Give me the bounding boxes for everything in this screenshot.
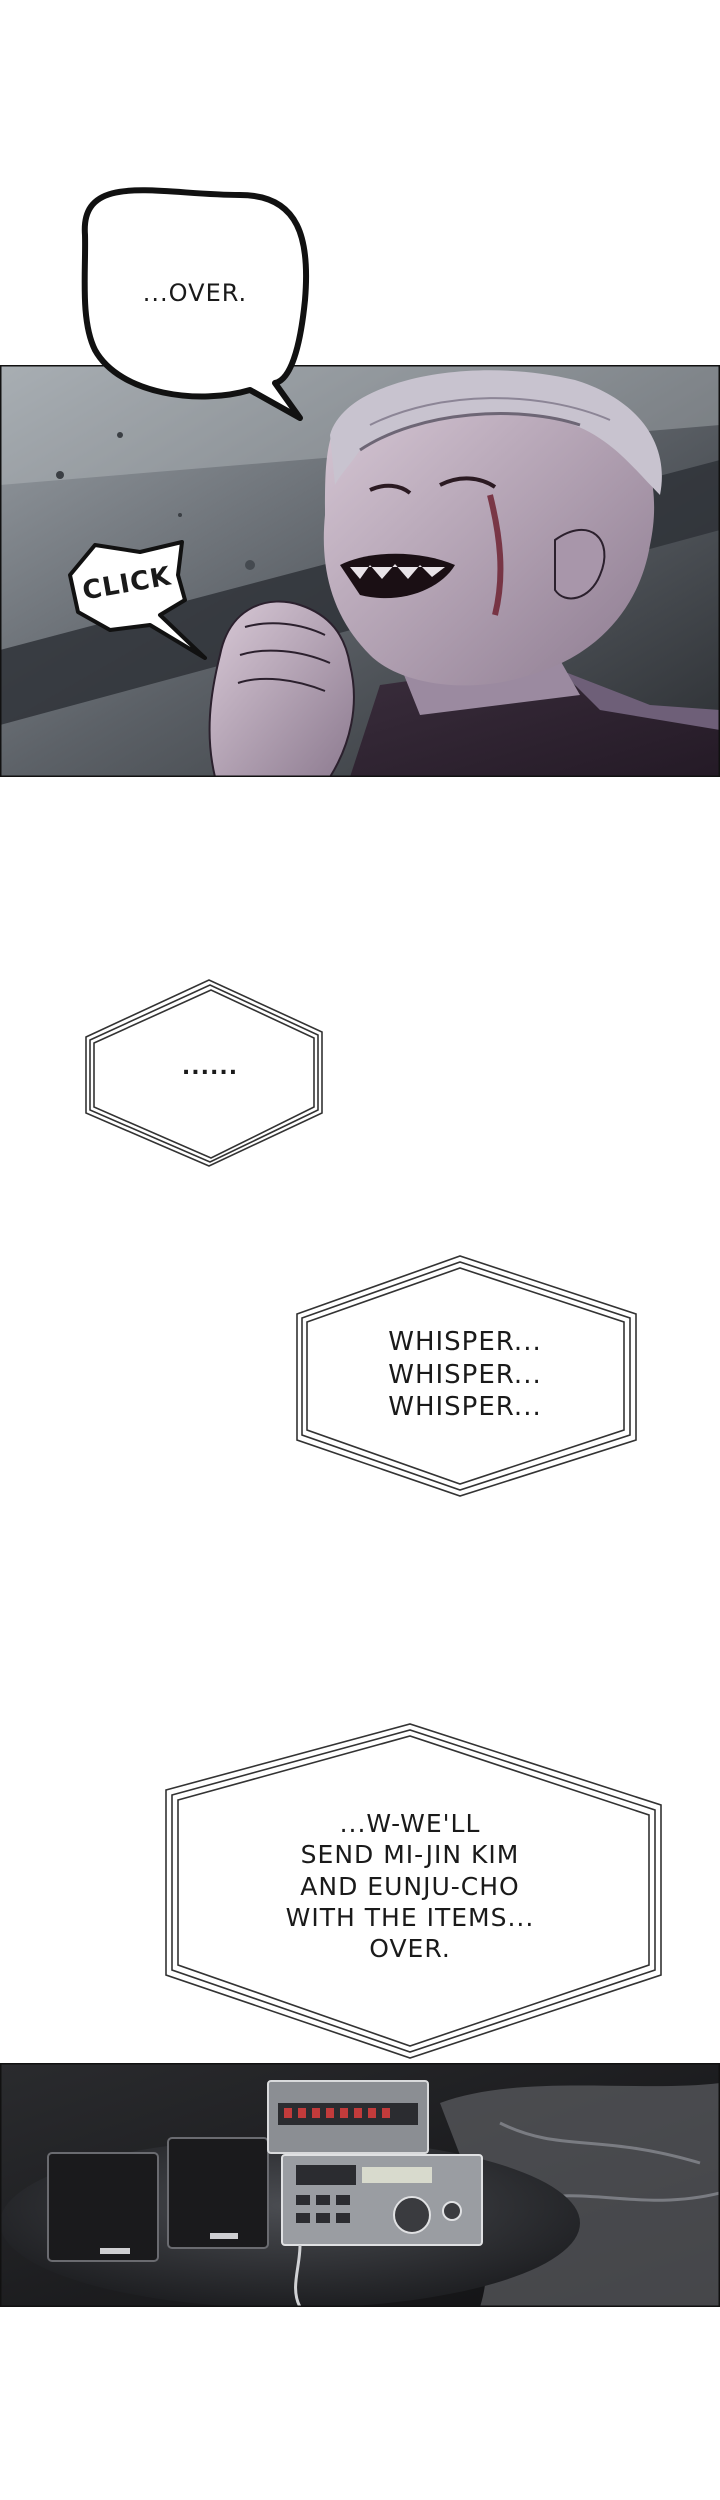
bubble-text-over: ...OVER.: [142, 279, 248, 307]
whisper-line-2: WHISPER...: [388, 1359, 542, 1390]
send-line-2: SEND MI-JIN KIM: [300, 1840, 520, 1870]
whisper-line-3: WHISPER...: [388, 1392, 542, 1422]
panel-radio-table: [0, 2063, 720, 2307]
send-line-1: ...W-WE'LL: [339, 1809, 481, 1838]
bubble-text-send: ...W-WE'LL SEND MI-JIN KIM AND EUNJU-CHO…: [230, 1808, 590, 1964]
send-line-4: WITH THE ITEMS...: [285, 1902, 535, 1932]
bubble-text-dots: ......: [181, 1055, 239, 1080]
panel-radio-art: [0, 2063, 720, 2307]
whisper-line-1: WHISPER...: [388, 1327, 542, 1357]
send-line-3: AND EUNJU-CHO: [300, 1871, 520, 1901]
bubble-text-whisper: WHISPER... WHISPER... WHISPER...: [340, 1326, 590, 1424]
send-line-5: OVER.: [369, 1934, 451, 1963]
